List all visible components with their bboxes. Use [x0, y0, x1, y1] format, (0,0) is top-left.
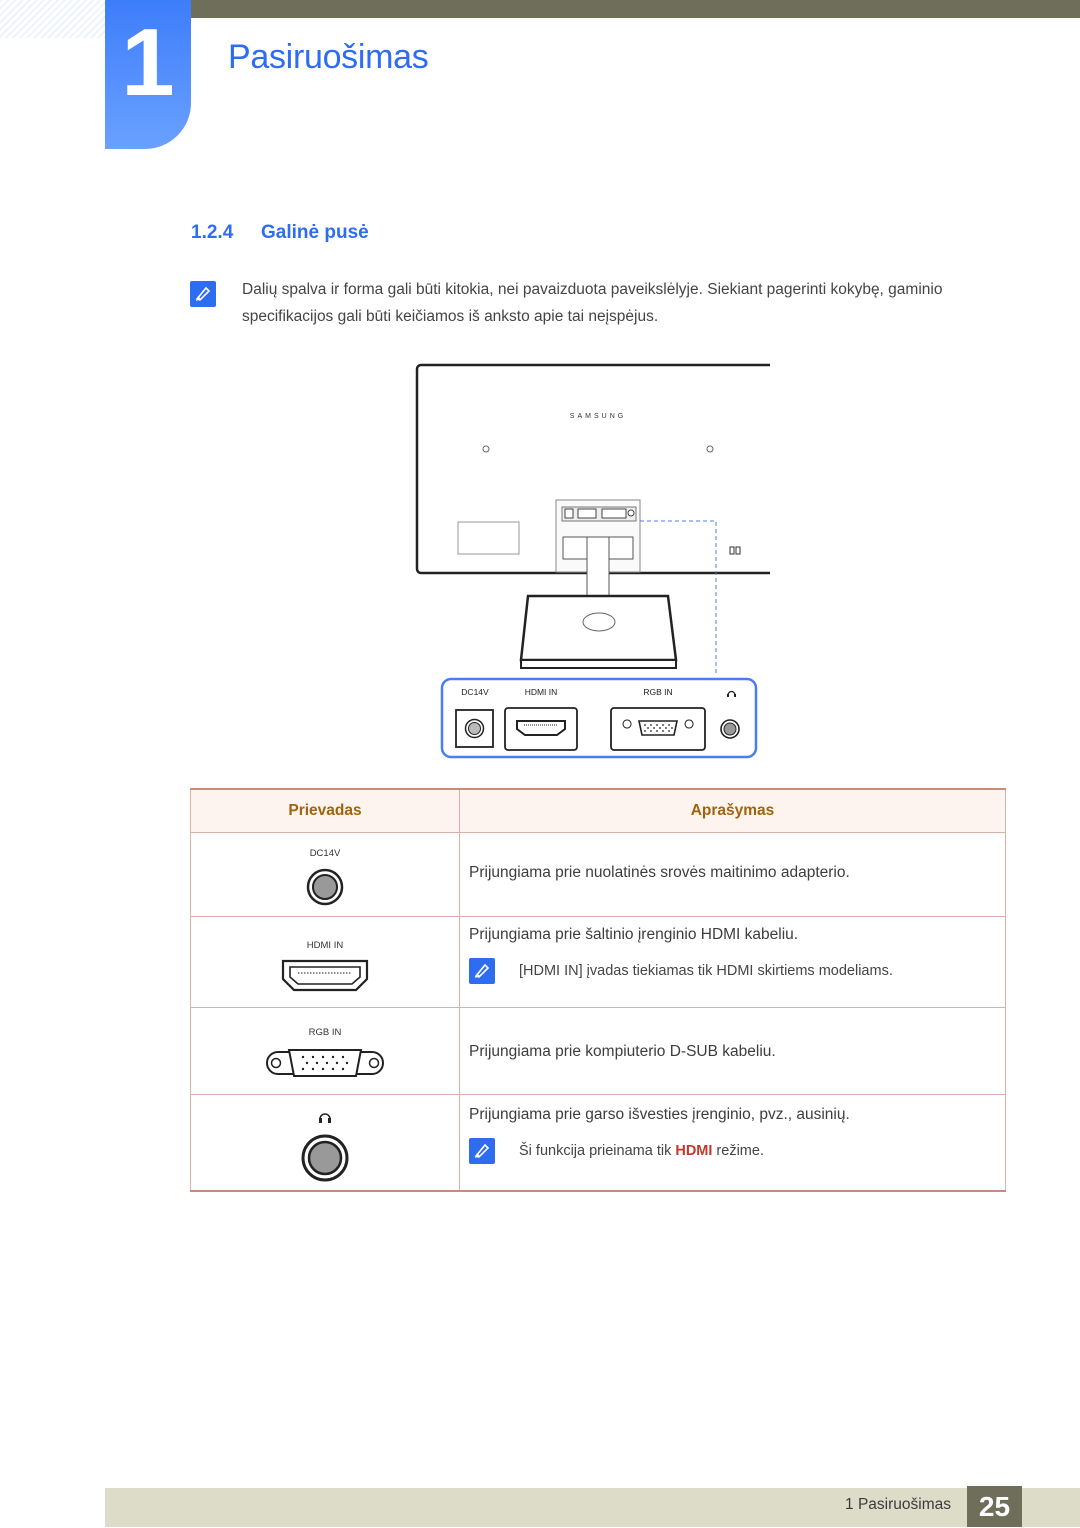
page-number: 25	[967, 1486, 1022, 1527]
table-header-row: Prievadas Aprašymas	[190, 788, 1006, 833]
port-panel-zoom: DC14V HDMI IN RGB IN	[440, 677, 760, 766]
note-icon	[469, 1138, 495, 1164]
dc-power-jack-icon	[305, 867, 345, 912]
table-row: Prijungiama prie garso išvesties įrengin…	[190, 1094, 1006, 1192]
port-cell: HDMI IN	[190, 916, 460, 1008]
port-cell	[190, 1094, 460, 1192]
note-prefix: Ši funkcija prieinama tik	[519, 1143, 676, 1159]
headphone-symbol-icon	[317, 1110, 333, 1129]
note-text: Dalių spalva ir forma gali būti kitokia,…	[242, 276, 942, 330]
port-label: HDMI IN	[306, 940, 344, 951]
description-text: Prijungiama prie šaltinio įrenginio HDMI…	[469, 926, 799, 943]
note-icon	[190, 281, 216, 307]
footer-chapter-ref: 1 Pasiruošimas	[845, 1496, 951, 1513]
header-bar	[190, 0, 1080, 18]
headphone-jack-icon	[300, 1133, 350, 1188]
inline-note-text: [HDMI IN] įvadas tiekiamas tik HDMI skir…	[519, 963, 893, 979]
hdmi-port-icon	[280, 957, 370, 998]
footer-bar	[105, 1488, 967, 1527]
ports-table: Prievadas Aprašymas DC14V Prijungiama pr…	[190, 788, 1006, 1192]
description-text: Prijungiama prie kompiuterio D-SUB kabel…	[469, 1043, 776, 1060]
zoom-label-hdmi: HDMI IN	[525, 687, 558, 697]
note-suffix: režime.	[712, 1143, 764, 1159]
chapter-title: Pasiruošimas	[228, 38, 429, 76]
header-port: Prievadas	[190, 788, 460, 833]
section-number: 1.2.4	[191, 222, 234, 243]
table-row: HDMI IN Prijungiama prie šaltinio įrengi…	[190, 916, 1006, 1008]
section-title: Galinė pusė	[261, 222, 369, 243]
description-text: Prijungiama prie nuolatinės srovės maiti…	[469, 864, 850, 881]
port-label: RGB IN	[308, 1027, 342, 1038]
footer-tail	[1022, 1488, 1080, 1527]
inline-note: Ši funkcija prieinama tik HDMI režime.	[469, 1138, 1004, 1164]
table-row: DC14V Prijungiama prie nuolatinės srovės…	[190, 832, 1006, 917]
inline-note: [HDMI IN] įvadas tiekiamas tik HDMI skir…	[469, 958, 1004, 984]
chapter-number: 1	[121, 9, 175, 116]
description-cell: Prijungiama prie garso išvesties įrengin…	[459, 1094, 1006, 1192]
note-line-1: Dalių spalva ir forma gali būti kitokia,…	[242, 281, 943, 298]
diagram-brand: SAMSUNG	[570, 413, 626, 420]
note-line-2: specifikacijos gali būti keičiamos iš an…	[242, 308, 659, 325]
chapter-tab	[105, 0, 191, 149]
inline-note-text: Ši funkcija prieinama tik HDMI režime.	[519, 1143, 764, 1159]
note-icon	[469, 958, 495, 984]
zoom-label-dc14v: DC14V	[461, 687, 489, 697]
note-highlight: HDMI	[675, 1143, 713, 1159]
port-cell: DC14V	[190, 832, 460, 917]
header-hatch	[0, 0, 105, 38]
vga-port-icon	[265, 1046, 385, 1085]
description-cell: Prijungiama prie šaltinio įrenginio HDMI…	[459, 916, 1006, 1008]
description-cell: Prijungiama prie kompiuterio D-SUB kabel…	[459, 1007, 1006, 1095]
description-text: Prijungiama prie garso išvesties įrengin…	[469, 1106, 850, 1123]
table-row: RGB IN Prijungiama prie kompiuterio D-SU…	[190, 1007, 1006, 1095]
zoom-headphone-icon	[727, 690, 736, 697]
header-description: Aprašymas	[459, 788, 1006, 833]
port-label: DC14V	[309, 848, 341, 859]
description-cell: Prijungiama prie nuolatinės srovės maiti…	[459, 832, 1006, 917]
port-cell: RGB IN	[190, 1007, 460, 1095]
zoom-label-rgb: RGB IN	[643, 687, 672, 697]
